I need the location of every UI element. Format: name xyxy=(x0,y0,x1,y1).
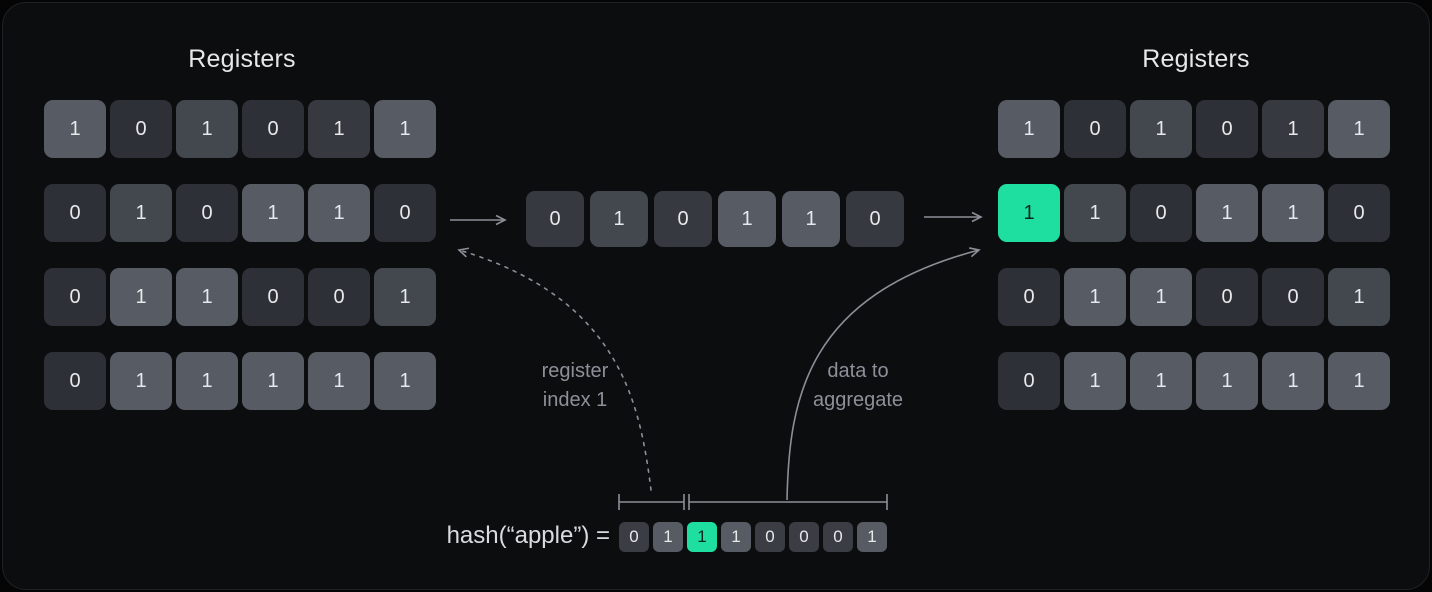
data-to-aggregate-label: data to aggregate xyxy=(768,357,948,415)
register-cell: 0 xyxy=(242,100,304,158)
register-cell: 0 xyxy=(1328,184,1390,242)
register-cell: 1 xyxy=(1130,352,1192,410)
register-cell: 1 xyxy=(308,184,370,242)
register-cell: 1 xyxy=(110,268,172,326)
register-cell: 0 xyxy=(44,352,106,410)
register-cell: 1 xyxy=(44,100,106,158)
register-cell: 1 xyxy=(242,184,304,242)
register-cell: 0 xyxy=(1196,268,1258,326)
register-cell: 0 xyxy=(1064,100,1126,158)
register-index-line1: register xyxy=(541,360,609,382)
register-cell: 0 xyxy=(998,268,1060,326)
register-cell: 1 xyxy=(1262,184,1324,242)
register-cell: 0 xyxy=(308,268,370,326)
register-index-label: register index 1 xyxy=(485,357,665,415)
register-cell: 1 xyxy=(782,191,840,247)
data-to-aggregate-line2: aggregate xyxy=(812,389,904,411)
register-cell: 1 xyxy=(998,100,1060,158)
register-cell: 0 xyxy=(998,352,1060,410)
register-index-line2: index 1 xyxy=(542,389,608,411)
right-registers-title: Registers xyxy=(1142,45,1250,73)
register-cell: 1 xyxy=(1196,352,1258,410)
register-cell: 1 xyxy=(374,352,436,410)
hash-bit-cell: 1 xyxy=(687,522,717,552)
register-cell: 1 xyxy=(718,191,776,247)
register-cell: 1 xyxy=(1064,352,1126,410)
hash-bit-cell: 0 xyxy=(619,522,649,552)
register-cell: 0 xyxy=(526,191,584,247)
register-cell: 0 xyxy=(1196,100,1258,158)
bracket-register-index-bits xyxy=(618,494,685,510)
hash-bit-cell: 0 xyxy=(755,522,785,552)
register-cell: 1 xyxy=(242,352,304,410)
register-cell: 1 xyxy=(1328,100,1390,158)
register-cell: 0 xyxy=(44,184,106,242)
register-cell: 1 xyxy=(374,268,436,326)
register-cell: 1 xyxy=(998,184,1060,242)
register-cell: 1 xyxy=(176,352,238,410)
left-registers-title: Registers xyxy=(188,45,296,73)
data-to-aggregate-line1: data to xyxy=(827,360,889,382)
register-cell: 0 xyxy=(374,184,436,242)
hash-bit-cell: 1 xyxy=(653,522,683,552)
hash-bit-cell: 1 xyxy=(857,522,887,552)
register-cell: 0 xyxy=(1262,268,1324,326)
register-cell: 1 xyxy=(1262,100,1324,158)
hash-bit-cell: 0 xyxy=(789,522,819,552)
register-cell: 0 xyxy=(654,191,712,247)
register-cell: 1 xyxy=(1328,352,1390,410)
register-cell: 0 xyxy=(242,268,304,326)
hash-bit-cell: 1 xyxy=(721,522,751,552)
register-cell: 0 xyxy=(44,268,106,326)
hash-bit-cell: 0 xyxy=(823,522,853,552)
register-cell: 0 xyxy=(846,191,904,247)
register-cell: 1 xyxy=(176,100,238,158)
register-cell: 1 xyxy=(176,268,238,326)
register-cell: 1 xyxy=(110,184,172,242)
register-cell: 1 xyxy=(1130,100,1192,158)
register-cell: 0 xyxy=(110,100,172,158)
register-cell: 1 xyxy=(1328,268,1390,326)
register-cell: 1 xyxy=(1064,184,1126,242)
register-cell: 1 xyxy=(1262,352,1324,410)
register-cell: 1 xyxy=(590,191,648,247)
register-cell: 1 xyxy=(1064,268,1126,326)
register-cell: 0 xyxy=(1130,184,1192,242)
register-cell: 1 xyxy=(1130,268,1192,326)
register-cell: 1 xyxy=(308,352,370,410)
register-cell: 1 xyxy=(374,100,436,158)
bracket-aggregate-bits xyxy=(688,494,888,510)
register-cell: 0 xyxy=(176,184,238,242)
hash-expression-label: hash(“apple”) = xyxy=(446,522,610,549)
register-cell: 1 xyxy=(308,100,370,158)
register-cell: 1 xyxy=(110,352,172,410)
register-cell: 1 xyxy=(1196,184,1258,242)
